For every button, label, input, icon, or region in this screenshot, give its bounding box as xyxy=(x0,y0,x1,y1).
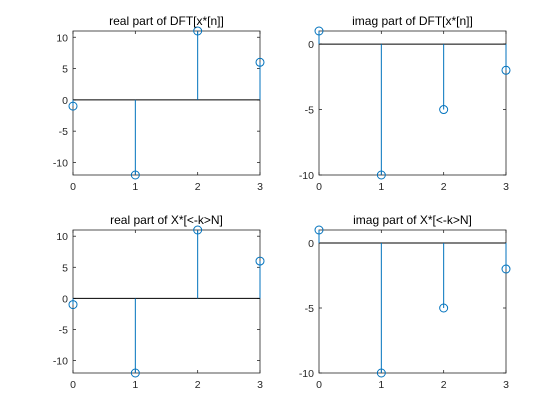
stem-marker xyxy=(314,26,324,36)
axes-box xyxy=(318,229,507,374)
x-tick-label: 3 xyxy=(503,181,509,193)
x-tick-label: 0 xyxy=(70,379,76,391)
stem-marker xyxy=(193,26,203,36)
stem-marker xyxy=(314,225,324,235)
stem-marker xyxy=(376,170,386,180)
axes-box xyxy=(72,229,261,374)
stem-marker xyxy=(439,303,449,313)
subplot-1: 0 1 2 3 -10 -5 0 5 10 real part of DFT[x*[n]] xyxy=(53,14,265,193)
stem-marker xyxy=(68,101,78,111)
x-tick-label: 2 xyxy=(195,181,201,193)
y-tick-label: -5 xyxy=(305,105,314,117)
stem-marker xyxy=(255,256,265,266)
y-tick-label: -5 xyxy=(59,324,68,336)
subplot-2: 0 1 2 3 -10 -5 0 imag part of DFT[x*[n]] xyxy=(299,14,511,193)
x-tick-label: 0 xyxy=(316,181,322,193)
x-tick-label: 2 xyxy=(195,379,201,391)
y-tick-label: 10 xyxy=(56,231,68,243)
x-tick-label: 2 xyxy=(441,379,447,391)
subplot-title: imag part of X*[<-k>N] xyxy=(353,213,472,227)
stem-marker xyxy=(501,264,511,274)
x-tick-label: 1 xyxy=(132,181,138,193)
y-tick-label: -10 xyxy=(53,157,68,169)
x-tick-label: 0 xyxy=(316,379,322,391)
y-tick-label: -10 xyxy=(299,368,314,380)
y-tick-label: -10 xyxy=(299,170,314,182)
subplot-title: real part of DFT[x*[n]] xyxy=(109,14,224,28)
x-tick-label: 0 xyxy=(70,181,76,193)
y-tick-label: 5 xyxy=(62,64,68,76)
stem-marker xyxy=(130,368,140,378)
axes-box xyxy=(318,30,507,176)
x-tick-label: 3 xyxy=(503,379,509,391)
y-tick-label: 10 xyxy=(56,32,68,44)
x-tick-label: 3 xyxy=(257,379,263,391)
y-tick-label: -10 xyxy=(53,356,68,368)
stem-marker xyxy=(501,65,511,75)
stem-marker xyxy=(255,57,265,67)
x-tick-label: 1 xyxy=(132,379,138,391)
y-tick-label: 5 xyxy=(62,262,68,274)
axes-box xyxy=(72,30,261,176)
x-tick-label: 3 xyxy=(257,181,263,193)
y-tick-label: 0 xyxy=(308,238,314,250)
subplot-title: imag part of DFT[x*[n]] xyxy=(352,14,473,28)
stem-marker xyxy=(68,300,78,310)
x-tick-label: 1 xyxy=(378,181,384,193)
stem-marker xyxy=(439,105,449,115)
y-tick-label: 0 xyxy=(308,39,314,51)
subplot-3: 0 1 2 3 -10 -5 0 5 10 real part of X*[<-k>N] xyxy=(53,213,265,391)
y-tick-label: -5 xyxy=(305,303,314,315)
stem-marker xyxy=(193,225,203,235)
y-tick-label: 0 xyxy=(62,95,68,107)
x-tick-label: 2 xyxy=(441,181,447,193)
subplot-title: real part of X*[<-k>N] xyxy=(110,213,223,227)
stem-marker xyxy=(130,170,140,180)
x-tick-label: 1 xyxy=(378,379,384,391)
stem-marker xyxy=(376,368,386,378)
y-tick-label: -5 xyxy=(59,126,68,138)
y-tick-label: 0 xyxy=(62,293,68,305)
subplot-4: 0 1 2 3 -10 -5 0 imag part of X*[<-k>N] xyxy=(299,213,511,391)
